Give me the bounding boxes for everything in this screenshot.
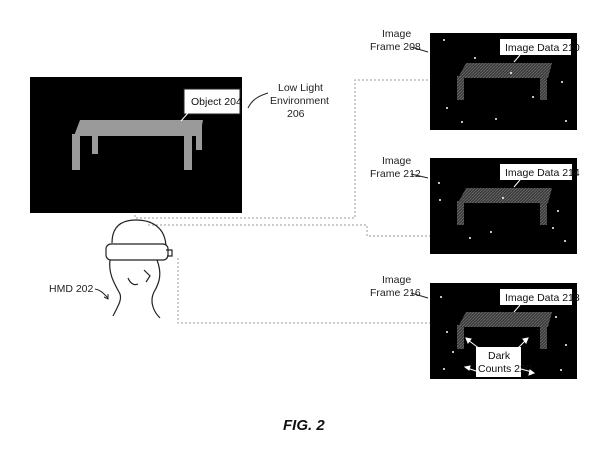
image-frame-212: Image Data 214 xyxy=(430,158,580,254)
low-light-environment-panel: Object 204 xyxy=(30,77,242,213)
dark-counts-label-line2: Counts 220 xyxy=(478,363,532,375)
table-object xyxy=(72,120,203,170)
environment-leader-line xyxy=(247,92,269,109)
hmd-head-drawing xyxy=(105,219,173,319)
connector-to-frame-216 xyxy=(177,258,430,324)
frame-212-label-line2: Frame 212 xyxy=(370,168,421,180)
connector-to-frame-212 xyxy=(148,224,430,237)
noise-dots xyxy=(438,182,566,242)
image-data-table xyxy=(457,312,552,349)
connector-to-frame-208 xyxy=(134,79,430,219)
image-data-table xyxy=(457,63,552,100)
image-data-214-label: Image Data 214 xyxy=(505,167,580,179)
image-data-210-label: Image Data 210 xyxy=(505,42,580,54)
image-data-218-label: Image Data 218 xyxy=(505,292,580,304)
image-frame-208: Image Data 210 xyxy=(430,33,580,130)
dark-counts-arrows xyxy=(463,337,536,376)
environment-label-line2: Environment xyxy=(270,95,329,107)
dark-counts-box xyxy=(476,347,521,377)
environment-label-line1: Low Light xyxy=(278,82,323,94)
frame-212-label-line1: Image xyxy=(382,155,411,167)
hmd-leader-line xyxy=(94,288,109,299)
image-data-table xyxy=(457,188,552,225)
image-frame-216: Image Data 218 Dark Counts 220 xyxy=(430,283,580,379)
hmd-label: HMD 202 xyxy=(49,283,94,295)
frame-208-label-line2: Frame 208 xyxy=(370,41,421,53)
dark-counts-label-line1: Dark xyxy=(488,350,511,362)
frame-208-label-line1: Image xyxy=(382,28,411,40)
noise-dots xyxy=(443,39,567,123)
object-label: Object 204 xyxy=(191,96,242,108)
frame-216-label-line2: Frame 216 xyxy=(370,287,421,299)
connector-lines xyxy=(134,79,430,324)
object-label-box xyxy=(183,88,241,115)
figure-caption: FIG. 2 xyxy=(283,417,325,434)
frame-216-label-line1: Image xyxy=(382,274,411,286)
environment-label-line3: 206 xyxy=(287,108,305,120)
